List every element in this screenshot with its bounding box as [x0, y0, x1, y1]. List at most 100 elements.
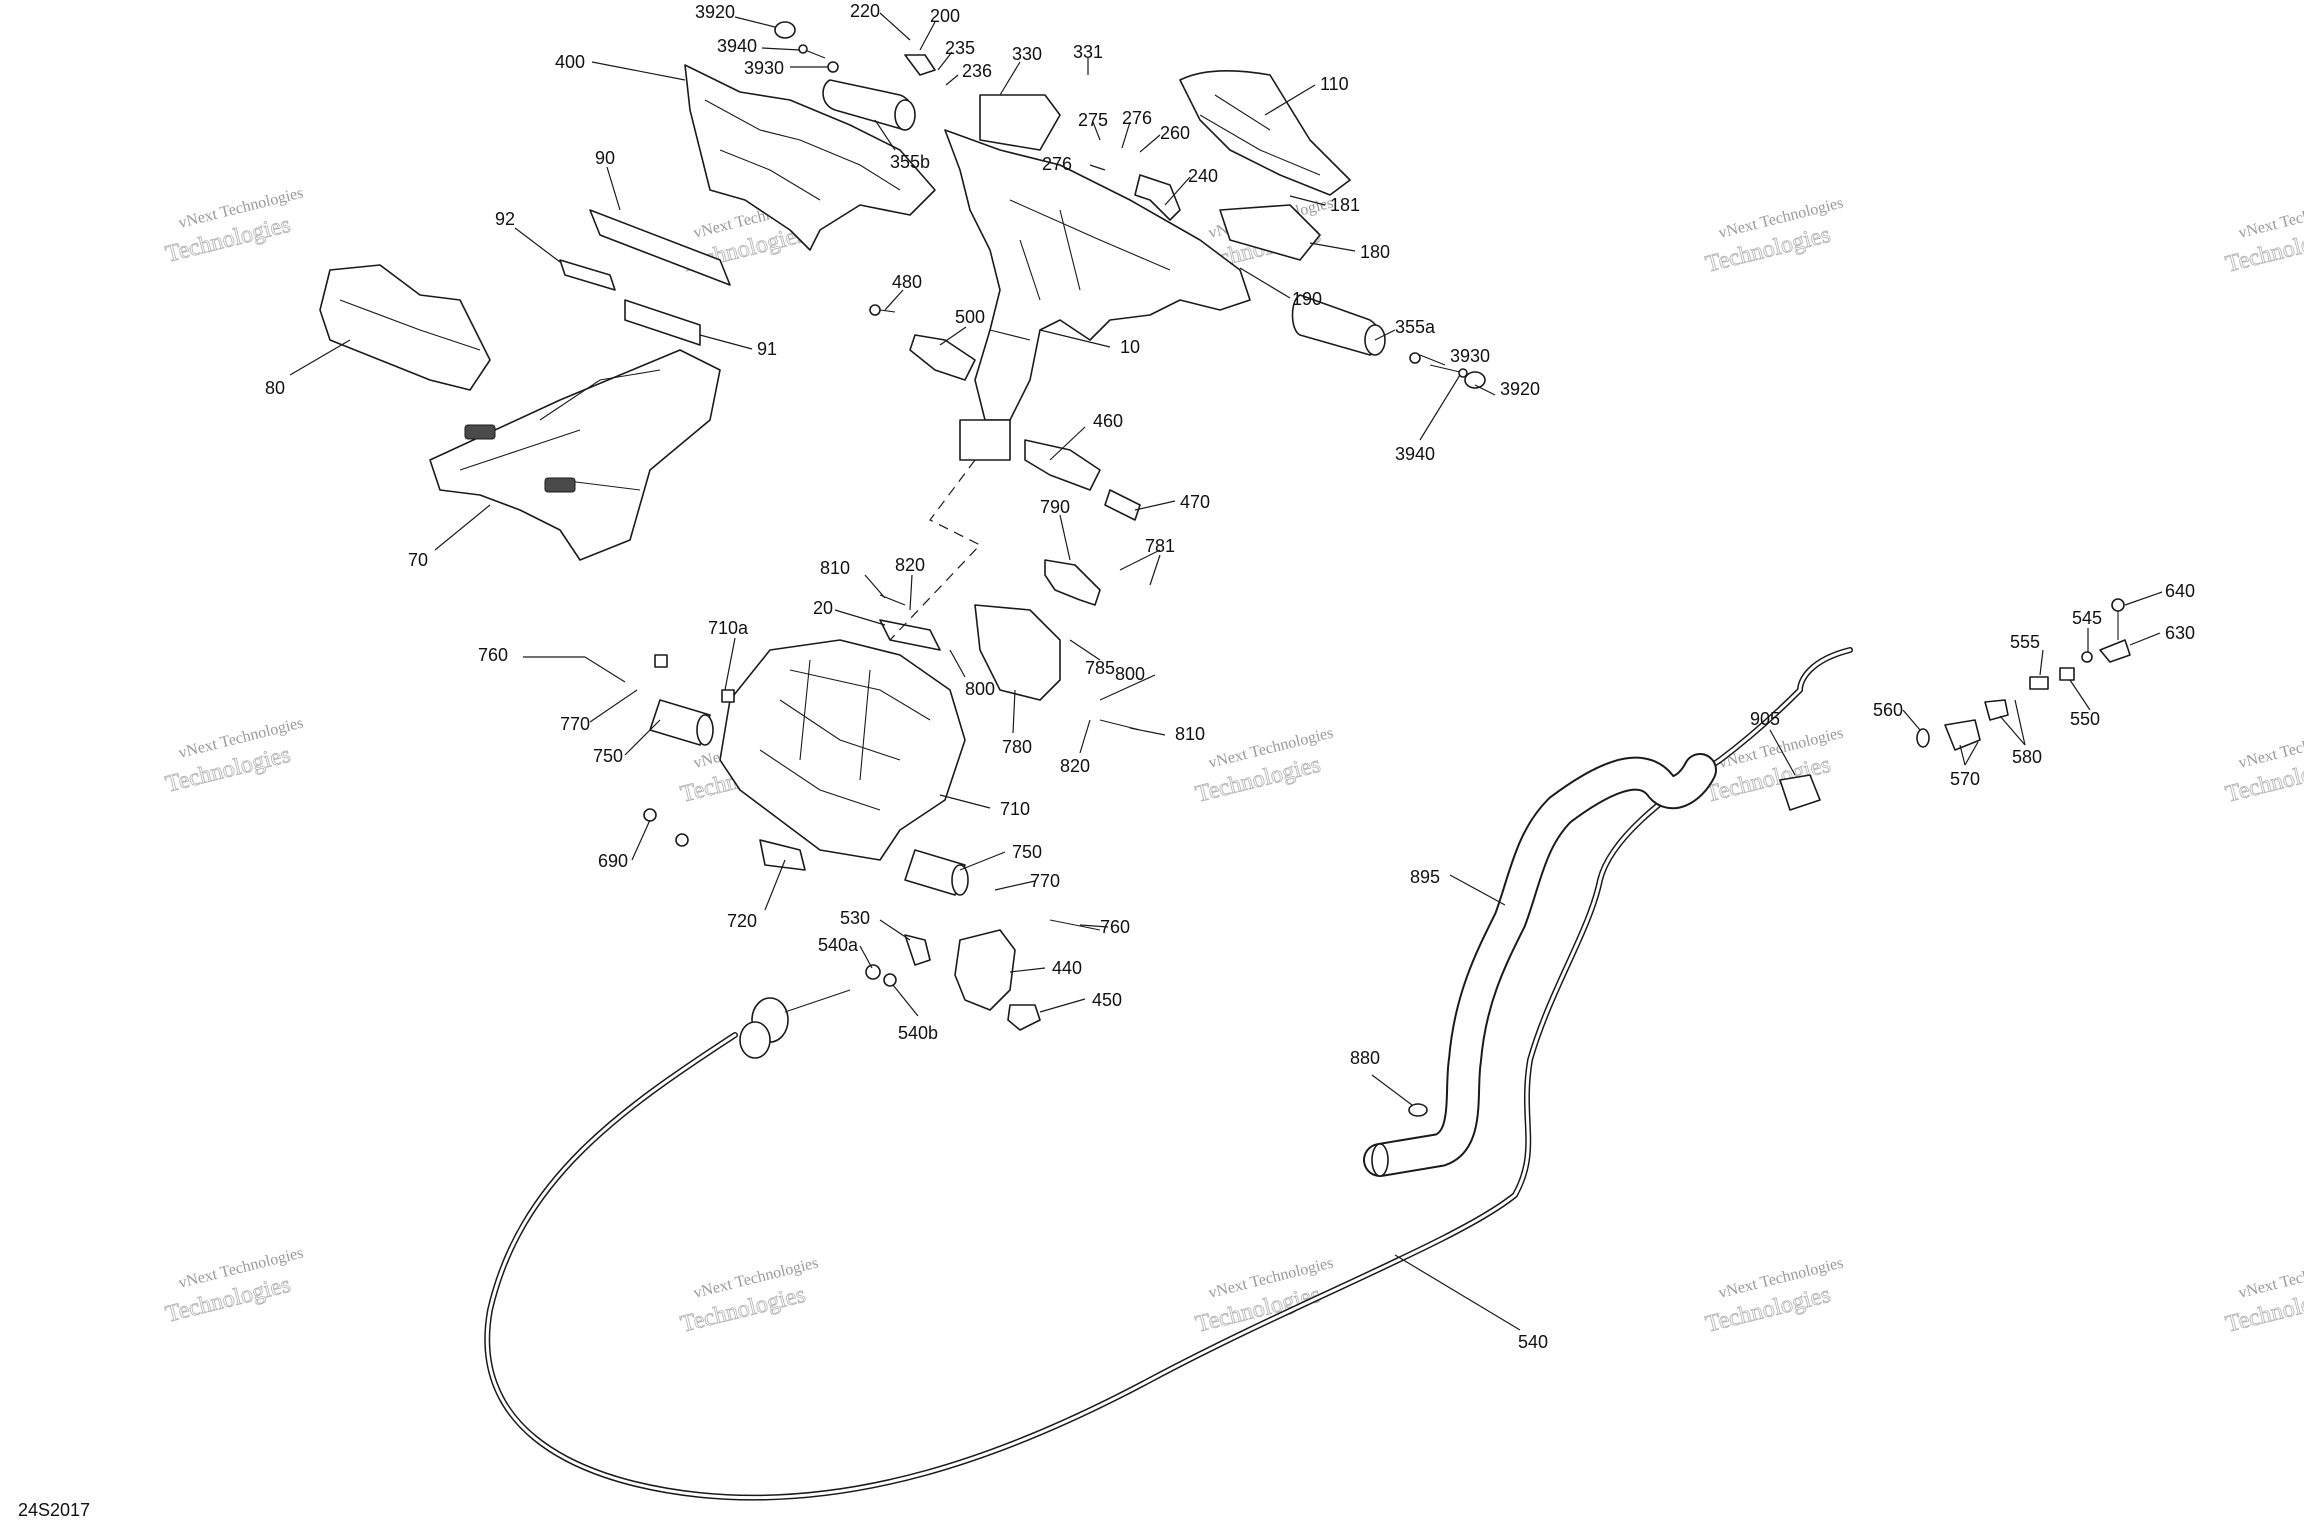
callout-label: 220 — [850, 1, 880, 21]
washer-3930-lower — [1409, 352, 1421, 364]
callout-label: 540b — [898, 1023, 938, 1043]
callout-label: 540a — [818, 935, 859, 955]
nut-540a — [865, 964, 881, 980]
callout-label: 3940 — [717, 36, 757, 56]
callout-label: 355a — [1395, 317, 1436, 337]
brake-lever — [1134, 174, 1181, 221]
cap-3920-upper — [774, 21, 796, 39]
callout-label: 570 — [1950, 769, 1980, 789]
leader-lines — [289, 12, 2163, 1331]
spacer-555 — [2029, 676, 2049, 690]
callout-label: 555 — [2010, 632, 2040, 652]
callout-label: 790 — [1040, 497, 1070, 517]
bolt-480 — [869, 304, 896, 316]
callout-label: 3920 — [1500, 379, 1540, 399]
callout-label: 690 — [598, 851, 628, 871]
callout-label: 110 — [1320, 74, 1349, 94]
cable-fitting-905 — [1779, 774, 1821, 811]
watermark: vNext Technologies Technologies — [678, 1254, 820, 1338]
callout-label: 750 — [593, 746, 623, 766]
callout-label: 720 — [727, 911, 757, 931]
callout-label: 550 — [2070, 709, 2100, 729]
callout-label: 770 — [560, 714, 590, 734]
washer-545 — [2081, 651, 2093, 663]
cable-end-fitting — [739, 989, 851, 1059]
callout-label: 10 — [1120, 337, 1140, 357]
callout-label: 236 — [962, 61, 992, 81]
callout-label: 530 — [840, 908, 870, 928]
callout-label: 20 — [813, 598, 833, 618]
bolts-690 — [643, 808, 689, 847]
cover-20 — [879, 619, 941, 651]
callout-label: 181 — [1330, 195, 1360, 215]
rod-760-lower — [1049, 919, 1101, 931]
cable-support-440 — [954, 929, 1016, 1011]
fitting-570 — [1944, 719, 1981, 751]
callout-label: 630 — [2165, 623, 2195, 643]
callout-label: 470 — [1180, 492, 1210, 512]
seat-cover — [1179, 70, 1351, 196]
assembly-centerline — [889, 459, 981, 641]
switch-plate-91 — [624, 299, 701, 346]
callout-label: 760 — [1100, 917, 1130, 937]
callout-label: 235 — [945, 38, 975, 58]
callout-label: 710 — [1000, 799, 1030, 819]
bracket-500 — [909, 334, 976, 381]
callout-labels: 3920 3940 3930 220 200 235 236 330 331 1… — [265, 1, 2195, 1352]
nut-580 — [1984, 699, 2009, 721]
callout-label: 810 — [1175, 724, 1205, 744]
callout-label: 640 — [2165, 581, 2195, 601]
watermark: vNext Technologies Technologies — [1703, 194, 1845, 278]
callout-label: 750 — [1012, 842, 1042, 862]
nut-710a — [654, 654, 735, 703]
throttle-lever — [904, 54, 936, 76]
clamp-450 — [1007, 1004, 1041, 1031]
callout-label: 3920 — [695, 2, 735, 22]
callout-label: 760 — [478, 645, 508, 665]
callout-label: 580 — [2012, 747, 2042, 767]
watermark: vNext Technologies Technologies — [2223, 724, 2304, 808]
upper-cover-left — [684, 64, 936, 251]
callout-label: 355b — [890, 152, 930, 172]
callout-label: 781 — [1145, 536, 1175, 556]
diagram-code: 24S2017 — [18, 1500, 90, 1520]
callout-label: 540 — [1518, 1332, 1548, 1352]
callout-label: 545 — [2072, 608, 2102, 628]
callout-label: 275 — [1078, 110, 1108, 130]
switch-plate-90 — [589, 209, 731, 286]
watermark: vNext Technologies Technologies — [163, 714, 305, 798]
cap-3920-lower — [1464, 371, 1486, 389]
callout-label: 260 — [1160, 123, 1190, 143]
callout-label: 820 — [1060, 756, 1090, 776]
bushing-750-upper — [649, 699, 714, 746]
bolt-3940-upper — [798, 44, 826, 59]
clip-790 — [1044, 559, 1101, 606]
callout-label: 905 — [1750, 709, 1780, 729]
callout-label: 880 — [1350, 1048, 1380, 1068]
callout-label: 70 — [408, 550, 428, 570]
clip-880 — [1408, 1103, 1428, 1117]
callout-label: 820 — [895, 555, 925, 575]
bolt-3940-lower — [1429, 364, 1468, 378]
cap-720 — [759, 839, 806, 871]
callout-label: 785 — [1085, 658, 1115, 678]
steering-housing — [719, 639, 966, 861]
callout-label: 3940 — [1395, 444, 1435, 464]
watermark: vNext Technologies Technologies — [1193, 724, 1335, 808]
callout-label: 330 — [1012, 44, 1042, 64]
watermark: vNext Technologies Technologies — [163, 184, 305, 268]
watermark: vNext Technologies Technologies — [163, 1244, 305, 1328]
callout-label: 276 — [1122, 108, 1152, 128]
callout-label: 450 — [1092, 990, 1122, 1010]
callout-label: 240 — [1188, 166, 1218, 186]
callout-label: 440 — [1052, 958, 1082, 978]
side-panel — [319, 264, 491, 391]
switch-plate-92 — [559, 259, 616, 291]
callout-label: 460 — [1093, 411, 1123, 431]
switch-housing — [1219, 204, 1321, 261]
callout-label: 800 — [1115, 664, 1145, 684]
callout-label: 500 — [955, 307, 985, 327]
nut-540b — [883, 973, 897, 987]
callout-label: 400 — [555, 52, 585, 72]
callout-label: 480 — [892, 272, 922, 292]
